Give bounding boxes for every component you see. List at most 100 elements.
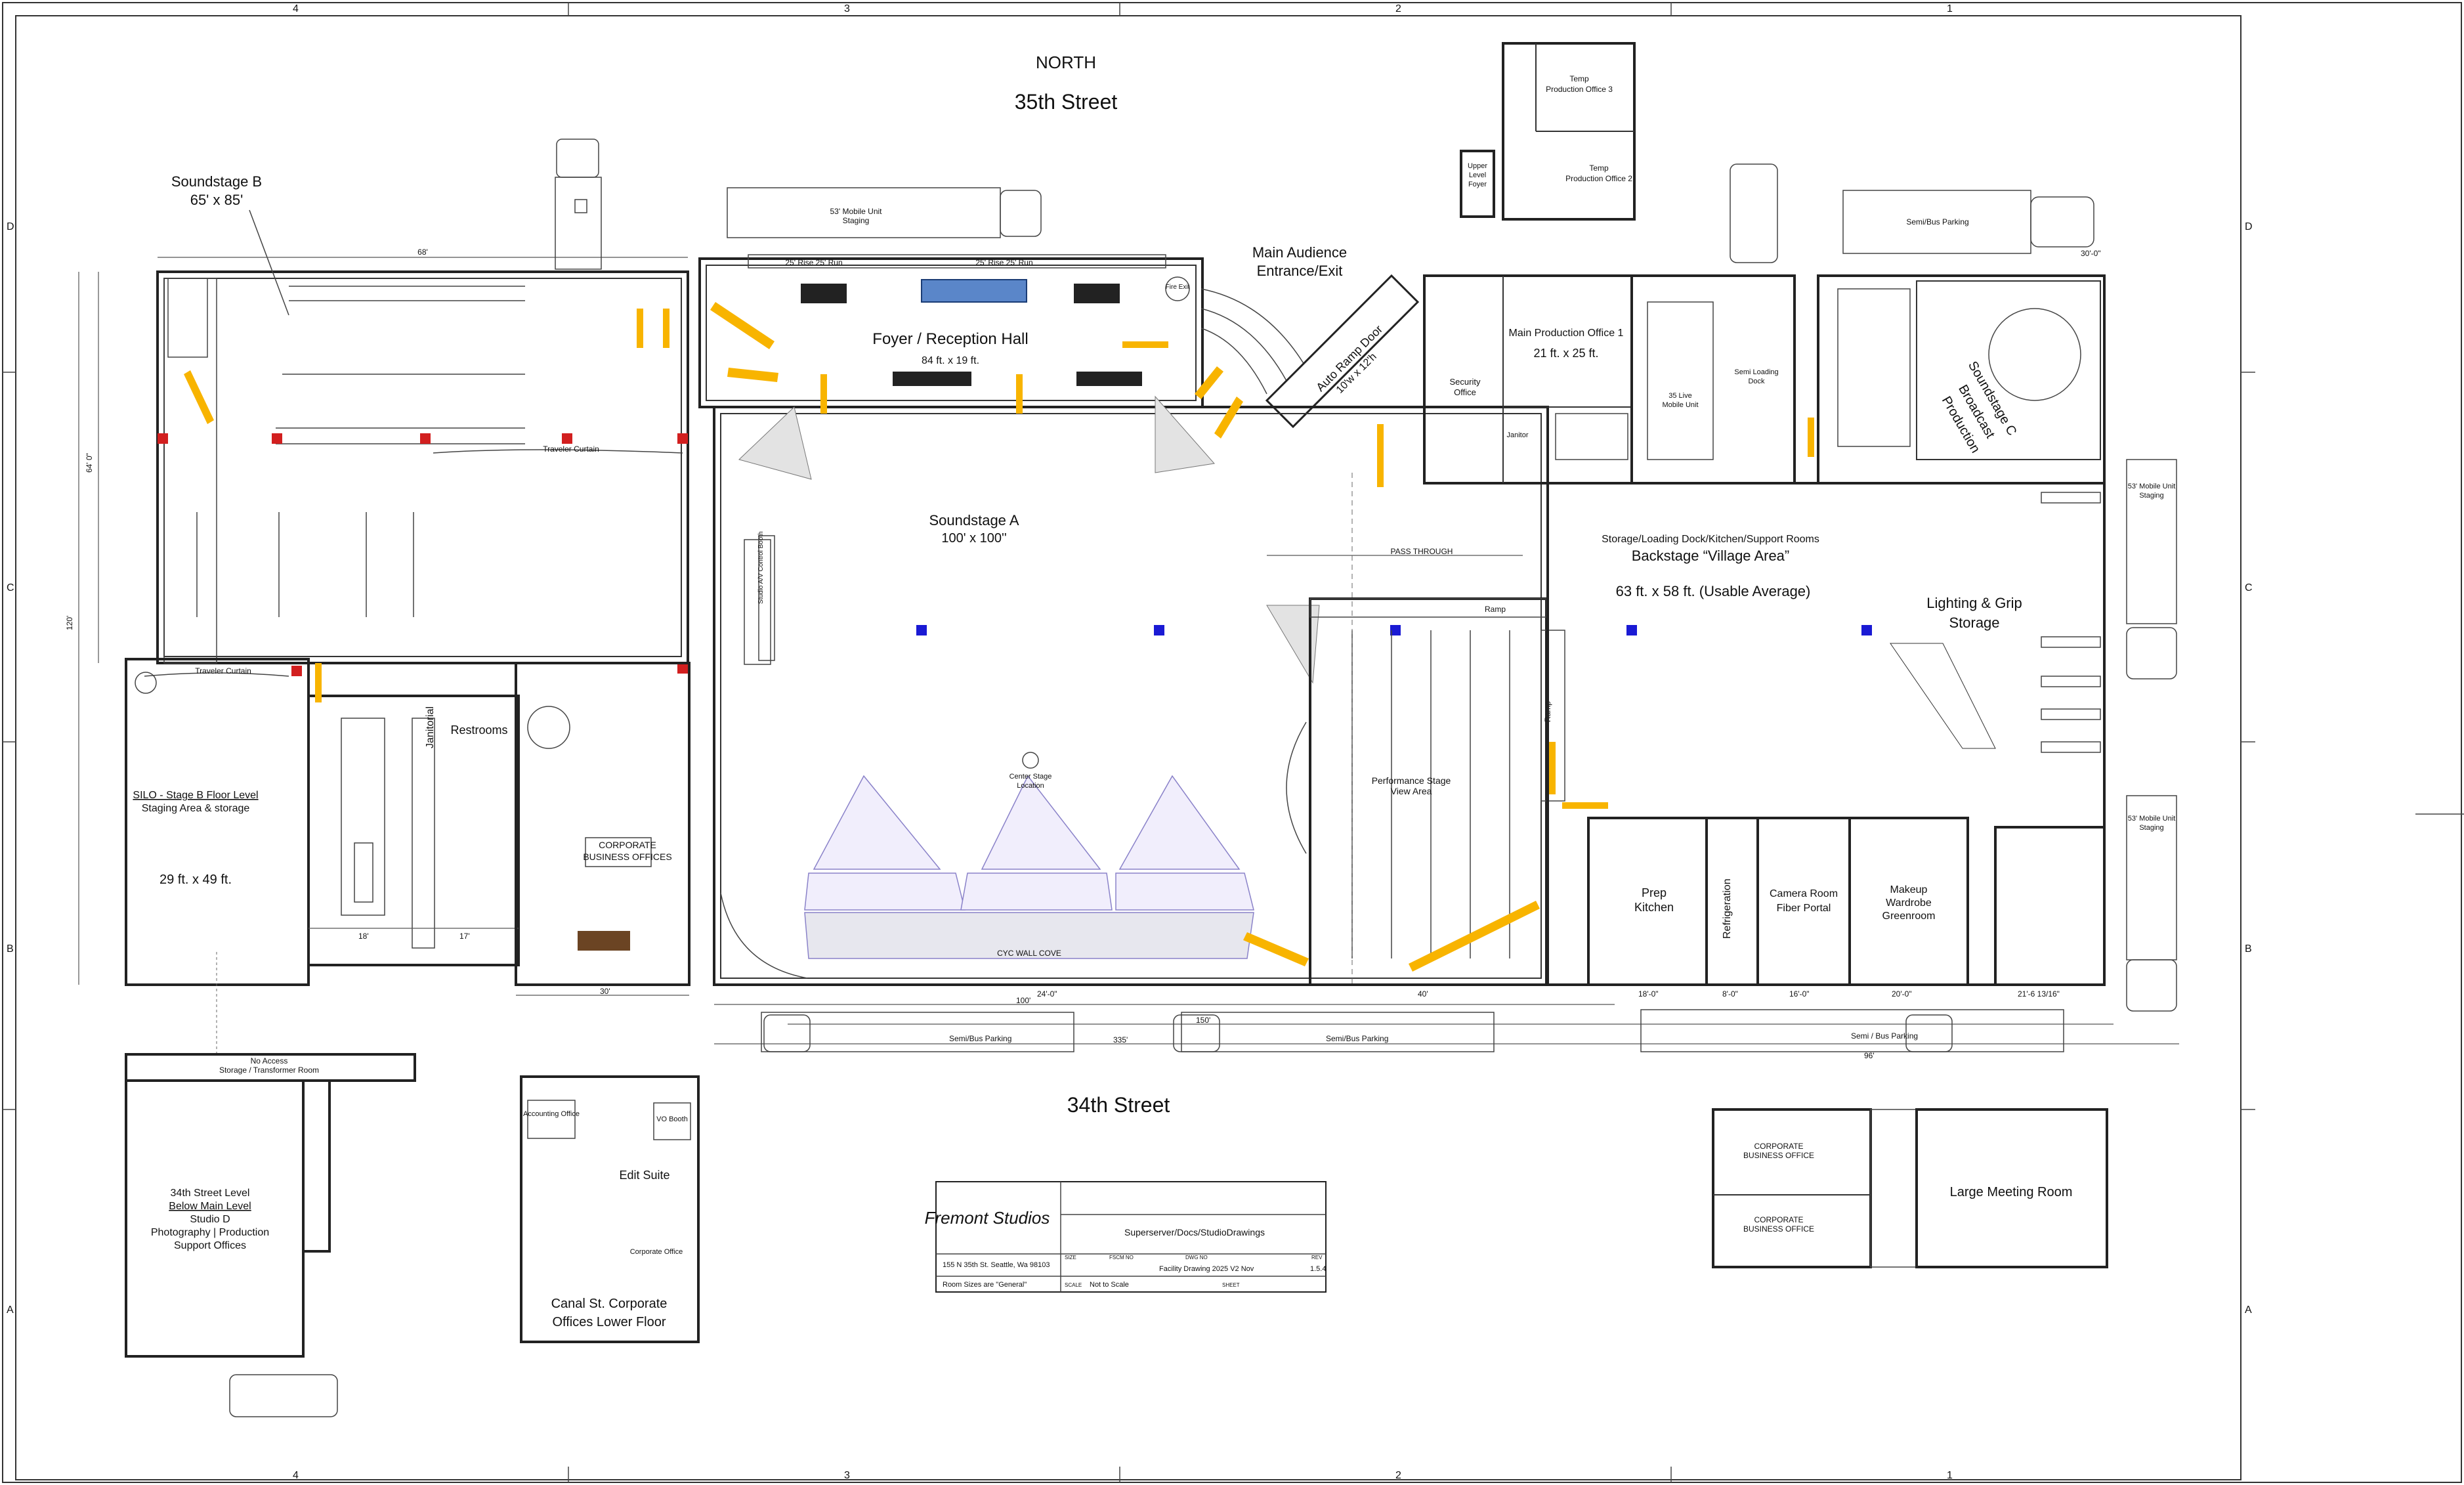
title-block: Fremont Studios Superserver/Docs/StudioD… (925, 1181, 1327, 1293)
canal-line1: Canal St. Corporate (551, 1297, 668, 1311)
main-production-office: Main Production Office 1 21 ft. x 25 ft.… (1423, 274, 1633, 484)
dim-back-2: 8'-0" (1722, 989, 1738, 999)
soundstage-a-size: 100' x 100'' (941, 531, 1006, 546)
studio-d-line4: Photography | Production (151, 1227, 269, 1238)
upper-foyer-line2: Level (1469, 171, 1486, 179)
dim-24: 24'-0" (1037, 989, 1057, 999)
silo-size: 29 ft. x 49 ft. (159, 872, 232, 887)
mobile-staging-top-2: Staging (843, 216, 870, 225)
mobile-staging-top-1: 53' Mobile Unit (830, 207, 883, 216)
auto-ramp-door: Auto Ramp Door 10'w x 12'h (1265, 274, 1420, 429)
grid-col-3: 3 (844, 3, 850, 14)
south-street-label: 34th Street (1067, 1093, 1170, 1117)
studio-d-line3: Studio D (190, 1214, 230, 1225)
studio-d-no-access: No Access (251, 1056, 288, 1065)
grid-col-3-bottom: 3 (844, 1470, 850, 1481)
traveler-curtain-label: Traveler Curtain (543, 444, 599, 454)
title-rev: 1.5.4 (1310, 1265, 1326, 1273)
live-unit-and-dock: 35 Live Mobile Unit Semi Loading Dock (1630, 163, 1796, 484)
studio-logo: Fremont Studios (925, 1208, 1050, 1228)
corporate-office-label: Corporate Office (630, 1248, 683, 1256)
grid-row-c: C (7, 582, 14, 593)
silo-sub: Staging Area & storage (142, 803, 250, 814)
camera-room-line2: Fiber Portal (1777, 903, 1831, 914)
lighting-line2: Storage (1949, 614, 1999, 631)
corp1-line1: CORPORATE (1754, 1142, 1803, 1151)
right-mobile-1-line2: Staging (2139, 492, 2163, 500)
grid-col-2: 2 (1395, 3, 1401, 14)
title-dwg: Facility Drawing 2025 V2 Nov (1159, 1265, 1254, 1273)
studio-d-storage: Storage / Transformer Room (219, 1065, 319, 1075)
grid-row-d-right: D (2245, 221, 2253, 232)
soundstage-a-name: Soundstage A (929, 512, 1019, 528)
soundstage-b-size: 65' x 85' (190, 192, 244, 208)
main-office-name: Main Production Office 1 (1509, 328, 1624, 339)
dim-17: 17' (459, 932, 470, 941)
semi-dock-line2: Dock (1748, 377, 1765, 385)
grid-col-1: 1 (1947, 3, 1953, 14)
grid-col-2-bottom: 2 (1395, 1470, 1401, 1481)
main-entrance-line1: Main Audience (1252, 244, 1347, 261)
backstage-village: Storage/Loading Dock/Kitchen/Support Roo… (1546, 482, 2106, 999)
dim-40: 40' (1418, 989, 1428, 999)
road-label-1: 25' Rise 25' Run (785, 258, 842, 267)
accounting-label: Accounting Office (523, 1110, 580, 1118)
studio-d-line5: Support Offices (174, 1240, 246, 1251)
title-size-label: SIZE (1065, 1255, 1076, 1260)
semi-bus-parking-top: Semi/Bus Parking (1906, 217, 1968, 226)
canal-offices: Accounting Office VO Booth Edit Suite Co… (520, 1075, 700, 1343)
meeting-room-label: Large Meeting Room (1950, 1185, 2073, 1199)
lighting-line1: Lighting & Grip (1926, 595, 2022, 611)
dim-b-left: 64' 0" (85, 453, 94, 473)
security-line2: Office (1454, 387, 1476, 397)
grid-row-a-right: A (2245, 1304, 2252, 1316)
north-street-label: 35th Street (1015, 90, 1118, 114)
right-mobile-2-line2: Staging (2139, 824, 2163, 832)
performance-stage-line1: Performance Stage (1372, 775, 1451, 786)
dim-back-3: 16'-0" (1789, 989, 1810, 999)
cyc-wall-label: CYC WALL COVE (997, 949, 1061, 958)
dim-back-4: 20'-0" (1892, 989, 1912, 999)
vo-booth-label: VO Booth (656, 1115, 688, 1123)
road-label-2: 25' Rise 25' Run (975, 258, 1032, 267)
grid-col-1-bottom: 1 (1947, 1470, 1953, 1481)
dim-b-top: 68' (417, 247, 428, 257)
dim-18: 18' (358, 932, 369, 941)
upper-foyer-line1: Upper (1468, 162, 1487, 170)
performance-stage-line2: View Area (1391, 786, 1432, 796)
title-rev-label: REV (1311, 1255, 1323, 1260)
dim-96: 96' (1864, 1051, 1875, 1060)
live-unit-line1: 35 Live (1668, 392, 1691, 400)
restrooms-area: Janitorial Restrooms 18' 17' (307, 695, 520, 966)
right-mobile-1-line1: 53' Mobile Unit (2128, 483, 2175, 490)
edit-suite-label: Edit Suite (619, 1169, 669, 1182)
corporate-offices-main: CORPORATE BUSINESS OFFICES 30' (515, 662, 690, 996)
prep-kitchen-line1: Prep (1642, 886, 1667, 899)
center-stage-line2: Location (1017, 782, 1044, 790)
right-mobile-2-line1: 53' Mobile Unit (2128, 815, 2175, 823)
makeup-line3: Greenroom (1882, 911, 1936, 922)
dim-a-seg: 100' (1016, 996, 1030, 1005)
grid-col-4-bottom: 4 (293, 1470, 299, 1481)
security-line1: Security (1450, 377, 1481, 387)
studio-d-line1: 34th Street Level (171, 1188, 250, 1199)
refrigeration-label: Refrigeration (1722, 878, 1733, 939)
camera-room-line1: Camera Room (1770, 888, 1838, 899)
foyer-reception: 25' Rise 25' Run 25' Rise 25' Run Foyer … (698, 244, 1347, 408)
semi-bus-parking-b: Semi/Bus Parking (1326, 1034, 1388, 1043)
bottom-parking: Semi/Bus Parking Semi/Bus Parking Semi /… (761, 1009, 2064, 1060)
title-fscm-label: FSCM NO (1109, 1255, 1134, 1260)
bottom-right-offices: CORPORATE BUSINESS OFFICE CORPORATE BUSI… (1712, 1108, 2108, 1268)
title-note: Room Sizes are "General" (943, 1281, 1027, 1289)
semi-bus-parking-a: Semi/Bus Parking (949, 1034, 1011, 1043)
top-right-parking: Semi/Bus Parking (1842, 190, 2094, 254)
grid-row-b-right: B (2245, 943, 2252, 955)
title-path: Superserver/Docs/StudioDrawings (1124, 1227, 1265, 1238)
title-scale: Not to Scale (1090, 1281, 1129, 1289)
soundstage-b-name: Soundstage B (171, 173, 262, 190)
grid-row-labels: D C B A D C B A (7, 221, 2253, 1316)
studio-d-line2: Below Main Level (169, 1201, 251, 1212)
makeup-line1: Makeup (1890, 884, 1928, 895)
dim-b-side: 120' (65, 616, 74, 630)
